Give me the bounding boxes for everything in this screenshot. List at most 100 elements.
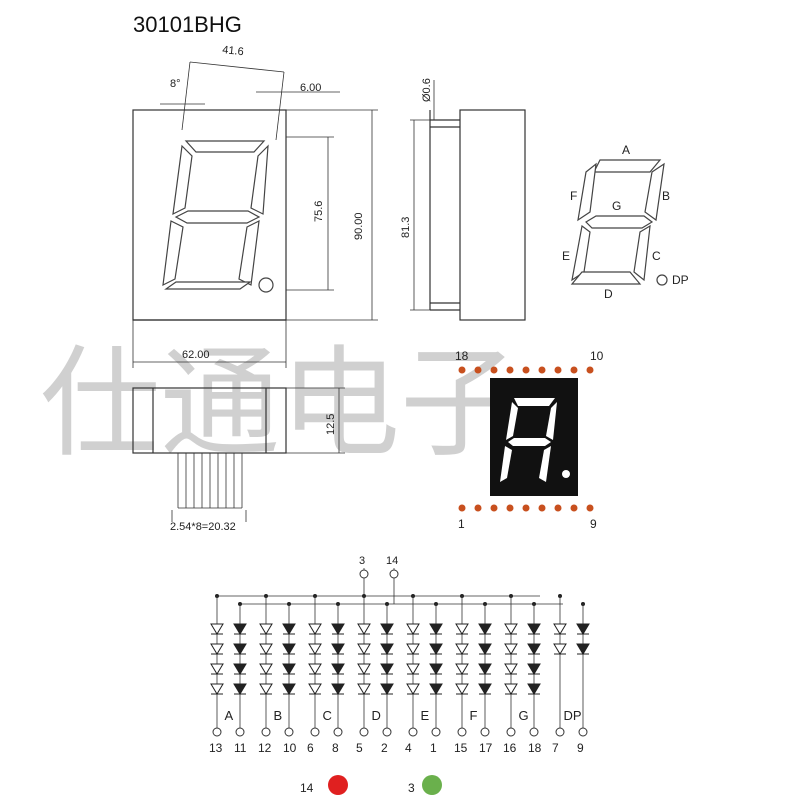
led-diode (210, 683, 224, 695)
bottom-body-outline (132, 387, 287, 454)
pin-terminal (310, 727, 320, 737)
pin-10-label: 10 (590, 349, 604, 363)
led-diode (357, 663, 371, 675)
bottom-pins (177, 453, 243, 509)
led-diode (455, 623, 469, 635)
seg-label-g: G (612, 199, 621, 213)
pin-terminal (284, 727, 294, 737)
legend: 14 3 (300, 775, 442, 795)
pin-number: 15 (454, 741, 468, 755)
dim-pitch: 2.54*8=20.32 (170, 521, 236, 533)
led-diode (380, 663, 394, 675)
pin-terminal (529, 727, 539, 737)
pin-terminal (555, 727, 565, 737)
led-diode (527, 643, 541, 655)
segment-label: A (225, 708, 234, 723)
led-diode (406, 663, 420, 675)
dim-6-00: 6.00 (300, 82, 321, 94)
led-diode (504, 663, 518, 675)
pin-1-label: 1 (458, 517, 465, 531)
led-diode (210, 623, 224, 635)
pad (458, 366, 466, 374)
led-diode (282, 663, 296, 675)
led-diode (357, 623, 371, 635)
segment-label: E (421, 708, 430, 723)
pad (586, 366, 594, 374)
pin-number: 11 (234, 741, 247, 755)
pin-18-label: 18 (455, 349, 469, 363)
pin-number: 4 (405, 741, 412, 755)
pad (554, 504, 562, 512)
seg-label-f: F (570, 189, 577, 203)
pin-terminal (480, 727, 490, 737)
pad (538, 504, 546, 512)
led-diode (210, 663, 224, 675)
pin-number: 1 (430, 741, 437, 755)
seg-label-dp: DP (672, 273, 689, 287)
watermark: 仕通电子 (40, 335, 520, 474)
pin-terminal (431, 727, 441, 737)
pad (570, 504, 578, 512)
front-digit (162, 140, 274, 293)
pin-number: 6 (307, 741, 314, 755)
side-view: 81.3 Ø0.6 (400, 78, 526, 321)
pad (506, 366, 514, 374)
pin-terminal (333, 727, 343, 737)
led-diode (259, 643, 273, 655)
led-diode (576, 643, 590, 655)
led-diode (282, 643, 296, 655)
pin-terminal (382, 727, 392, 737)
led-diode (527, 663, 541, 675)
led-diode (406, 643, 420, 655)
legend-red-dot (328, 775, 348, 795)
dim-81-3: 81.3 (400, 217, 412, 238)
pad (522, 366, 530, 374)
led-diode (504, 623, 518, 635)
pad (522, 504, 530, 512)
dim-angle: 8° (170, 78, 181, 90)
pin-terminal (578, 727, 588, 737)
bottom-view: 12.5 2.54*8=20.32 (132, 387, 345, 533)
common-pin-3: 3 (359, 555, 365, 567)
led-diode (406, 683, 420, 695)
pad (538, 366, 546, 374)
pin-terminal (506, 727, 516, 737)
led-diode (259, 683, 273, 695)
seg-label-b: B (662, 189, 670, 203)
led-diode (282, 683, 296, 695)
pin-terminal (359, 727, 369, 737)
dim-41-6: 41.6 (222, 44, 245, 58)
segment-diagram: A B C D E F G DP (562, 143, 689, 301)
led-diode (576, 623, 590, 635)
led-diode (331, 623, 345, 635)
led-diode (478, 623, 492, 635)
led-diode (553, 623, 567, 635)
led-diode (259, 663, 273, 675)
seg-label-e: E (562, 249, 570, 263)
led-diode (429, 663, 443, 675)
dim-75-6: 75.6 (313, 201, 325, 222)
pin-number: 7 (552, 741, 559, 755)
segment-label: G (519, 708, 529, 723)
led-diode (233, 623, 247, 635)
dim-90-00: 90.00 (353, 212, 365, 240)
pin-terminal (457, 727, 467, 737)
pads-top (458, 366, 594, 374)
pad (474, 504, 482, 512)
seg-label-c: C (652, 249, 661, 263)
dim-62-00: 62.00 (182, 349, 210, 361)
led-diode (308, 663, 322, 675)
led-diode (478, 643, 492, 655)
pin-terminal (212, 727, 222, 737)
led-diode (406, 623, 420, 635)
legend-green-dot (422, 775, 442, 795)
seg-label-d: D (604, 287, 613, 301)
side-body-outline (459, 109, 526, 321)
led-diode (308, 683, 322, 695)
pin-9-label: 9 (590, 517, 597, 531)
led-diode (527, 623, 541, 635)
